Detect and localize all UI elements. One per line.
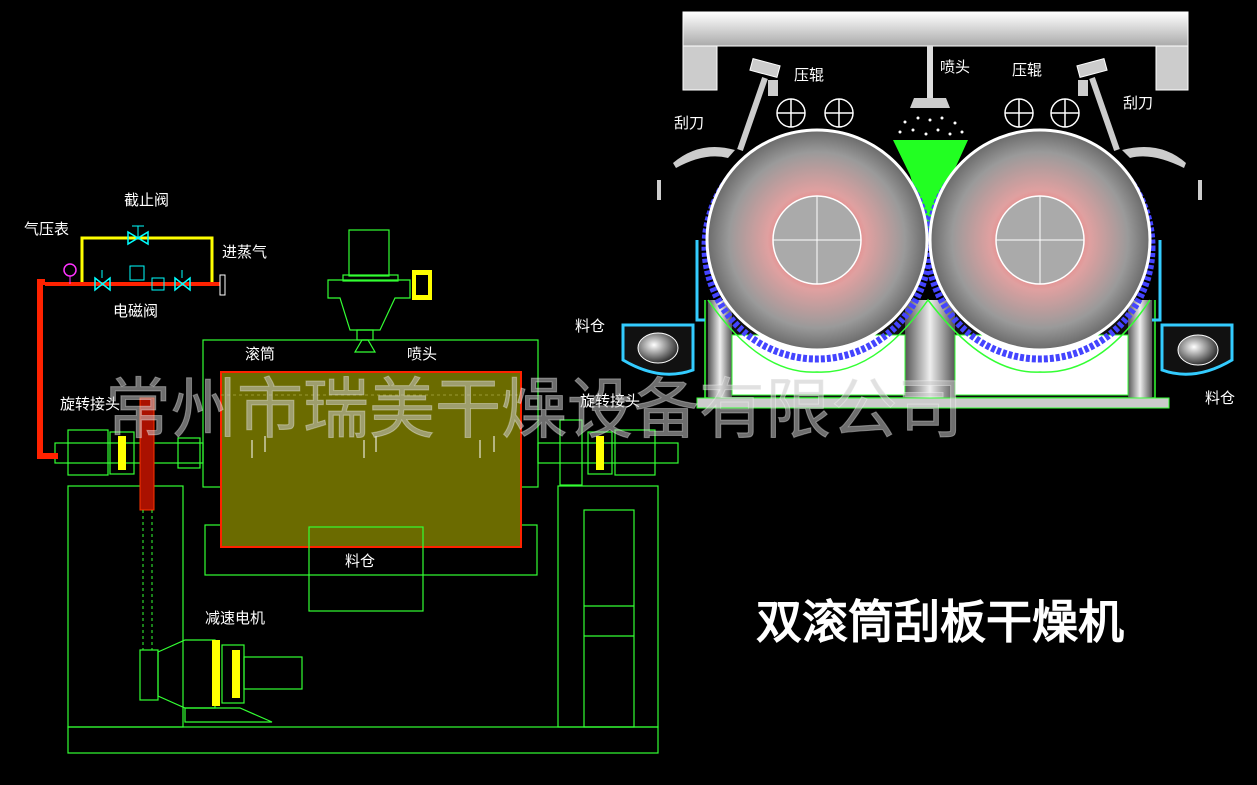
side-view: 截止阀 气压表 进蒸气 电磁阀 滚筒 喷头 旋转接头 旋转接头 料仓 减速电机 [24,191,679,754]
label-scraper-right: 刮刀 [1123,94,1153,112]
label-shutoff-valve: 截止阀 [124,191,169,209]
scraper-right [1076,57,1120,151]
label-drum: 滚筒 [245,345,275,363]
drive-gear [139,397,155,511]
label-hopper-front-right: 料仓 [1205,389,1235,407]
diagram-title: 双滚筒刮板干燥机 [756,595,1124,649]
label-hopper-side: 料仓 [345,552,375,570]
coupling-right [596,436,604,470]
label-nozzle-front: 喷头 [940,58,970,76]
steam-piping [37,225,226,459]
label-scraper-left: 刮刀 [674,114,704,132]
slurry [893,140,968,240]
watermark: 常州市瑞美干燥设备有限公司 [105,371,963,448]
nozzle-pipe [927,46,933,98]
pressure-gauge-icon [63,263,77,277]
label-press-roll-right: 压辊 [1012,61,1042,79]
scraper-left [737,57,781,151]
base-plate [696,397,1170,409]
hopper-right [1160,323,1234,376]
gear-motor [139,639,303,723]
label-steam-inlet: 进蒸气 [222,243,267,261]
label-nozzle-side: 喷头 [407,345,437,363]
label-hopper-front-left: 料仓 [575,317,605,335]
label-solenoid-valve: 电磁阀 [113,302,158,320]
hopper-side [308,526,424,612]
hopper-left [621,323,695,376]
press-rolls [776,98,1080,128]
drum-left [705,128,929,352]
label-rotary-joint-left: 旋转接头 [60,395,120,413]
top-beam [682,11,1189,47]
label-rotary-joint-right: 旋转接头 [580,392,640,410]
drum [220,371,522,548]
right-shaft [537,442,679,464]
label-pressure-gauge: 气压表 [24,220,69,238]
front-view: 喷头 压辊 压辊 刮刀 刮刀 料仓 料仓 [575,11,1235,409]
drum-right [928,128,1152,352]
base-frame [67,726,659,754]
label-gear-motor: 减速电机 [205,609,265,627]
left-stand [67,485,184,728]
spray-motor [327,229,432,353]
label-press-roll-left: 压辊 [794,66,824,84]
coupling-left [118,436,126,470]
right-stand-panel [583,509,635,728]
